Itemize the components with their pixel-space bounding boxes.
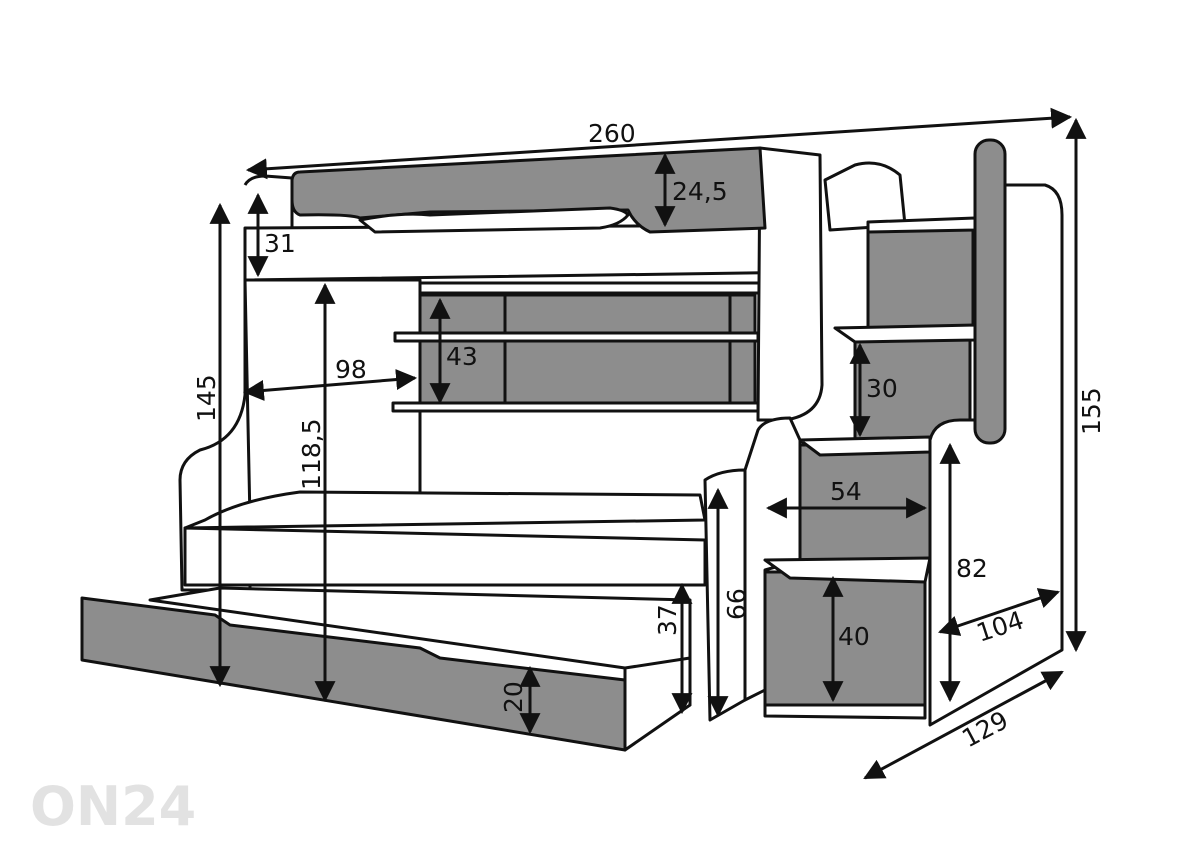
dim-total-depth: 129: [957, 705, 1013, 753]
rail-opening: [358, 206, 630, 234]
dim-step-width: 54: [830, 477, 862, 506]
dim-step-height: 30: [866, 374, 898, 403]
step-drawer-2: [798, 443, 932, 562]
shelf-back-panel: [418, 293, 757, 409]
dim-lower-clearance: 118,5: [297, 418, 326, 490]
dim-upper-bed-width: 98: [335, 355, 367, 384]
ladder-post: [973, 138, 1007, 445]
middle-post: [756, 146, 824, 422]
upper-bed-frame: [243, 223, 822, 282]
lower-bed-frame: [183, 526, 707, 587]
dim-stair-height: 82: [956, 554, 988, 583]
trundle-drawer-side: [623, 656, 692, 752]
dim-cabinet-height: 40: [838, 622, 870, 651]
left-post: [243, 278, 422, 522]
dim-divider-panel-height: 66: [722, 588, 751, 620]
watermark-logo: ON24: [30, 775, 196, 838]
mattress: [183, 490, 707, 530]
dim-total-length: 260: [588, 119, 636, 148]
shelf-top-board: [393, 331, 760, 343]
dim-drawer-height: 20: [499, 681, 528, 713]
dim-shelf-height: 43: [446, 342, 478, 371]
step-drawer-4: [866, 226, 975, 330]
shelf-bottom-board: [391, 401, 760, 413]
dim-lower-bed-height: 37: [653, 604, 682, 636]
dim-top-rail-height: 24,5: [672, 177, 728, 206]
dim-total-height: 155: [1077, 387, 1106, 435]
dim-head-panel-height: 145: [192, 374, 221, 422]
dim-upper-side-height: 31: [264, 229, 296, 258]
shelf-header-board: [418, 281, 762, 295]
